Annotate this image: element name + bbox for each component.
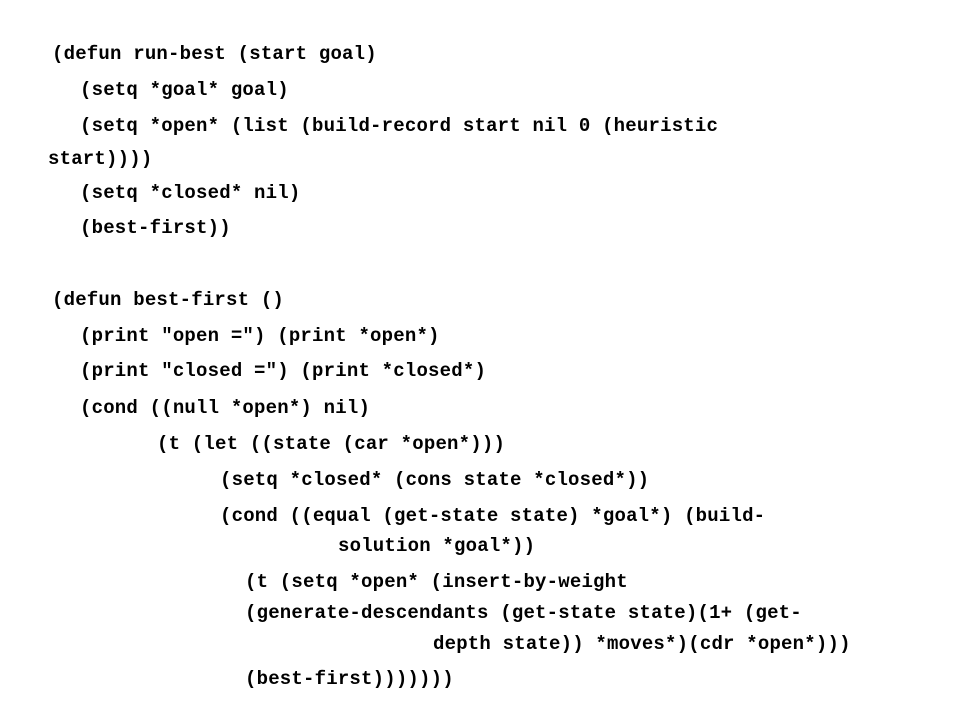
code-line: (print "closed =") (print *closed*)	[80, 360, 487, 382]
code-line: (defun run-best (start goal)	[52, 43, 377, 65]
code-line: solution *goal*))	[338, 535, 536, 557]
code-line: (generate-descendants (get-state state)(…	[245, 602, 802, 624]
code-line: (setq *closed* nil)	[80, 182, 301, 204]
code-line: (setq *open* (list (build-record start n…	[80, 115, 719, 137]
code-line: (cond ((equal (get-state state) *goal*) …	[220, 505, 766, 527]
code-line: (cond ((null *open*) nil)	[80, 397, 371, 419]
code-line: depth state)) *moves*)(cdr *open*)))	[433, 633, 851, 655]
code-line: (t (setq *open* (insert-by-weight	[245, 571, 628, 593]
code-line: (setq *closed* (cons state *closed*))	[220, 469, 650, 491]
code-line: (t (let ((state (car *open*)))	[157, 433, 506, 455]
code-line: (best-first)))))))	[245, 668, 454, 690]
code-line: (best-first))	[80, 217, 231, 239]
code-line: (setq *goal* goal)	[80, 79, 289, 101]
code-line: start))))	[48, 148, 153, 170]
code-line: (print "open =") (print *open*)	[80, 325, 440, 347]
code-line: (defun best-first ()	[52, 289, 285, 311]
